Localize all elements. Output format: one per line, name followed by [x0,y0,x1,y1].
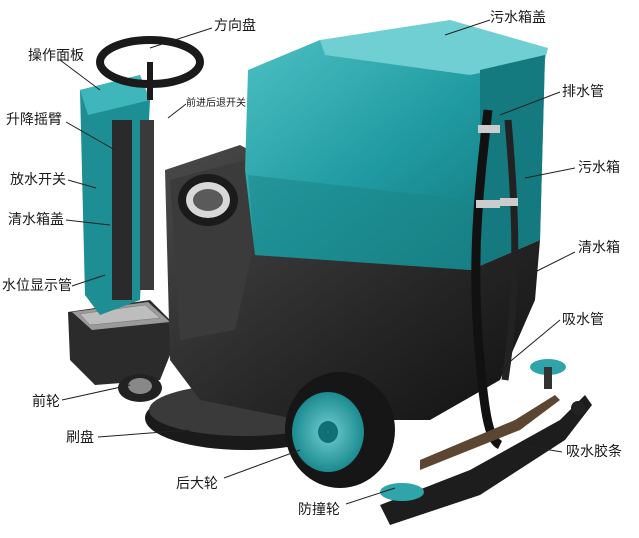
rear-wheel [285,372,395,488]
label-brush-disc: 刷盘 [66,430,94,446]
label-control-panel: 操作面板 [28,48,84,64]
label-suction-hose: 吸水管 [562,312,604,328]
label-squeegee: 吸水胶条 [566,444,622,460]
squeegee-assembly [380,359,592,525]
label-waste-tank: 污水箱 [578,160,620,176]
seat-pod [178,174,238,226]
label-forward-reverse-switch: 前进后退开关 [186,98,246,109]
label-drain-switch: 放水开关 [10,172,66,188]
label-water-level-tube: 水位显示管 [2,278,72,294]
label-waste-tank-cover: 污水箱盖 [490,10,546,26]
label-clean-tank-cover: 清水箱盖 [8,212,64,228]
label-rear-wheel: 后大轮 [176,476,218,492]
hoses [471,109,519,450]
label-bump-wheel: 防撞轮 [298,502,340,518]
label-steering-wheel: 方向盘 [214,18,256,34]
label-front-wheel: 前轮 [32,394,60,410]
label-clean-tank: 清水箱 [578,240,620,256]
footrest [68,300,180,385]
label-drain-hose: 排水管 [562,84,604,100]
leader-lines [59,19,576,505]
control-column [80,75,154,315]
steering-wheel [96,36,204,100]
main-tank [245,20,548,270]
front-wheel [118,374,162,402]
label-lift-rocker: 升降摇臂 [6,112,62,128]
